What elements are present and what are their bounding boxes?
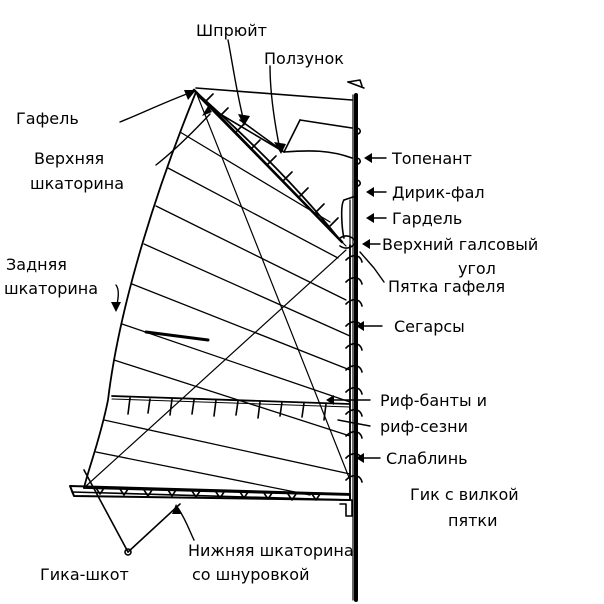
label-topenant: Топенант: [391, 149, 472, 168]
label-gik-1: Гик с вилкой: [410, 485, 519, 504]
reef-band: [111, 330, 351, 421]
label-gafel: Гафель: [16, 109, 79, 128]
label-verkh-gals-1: Верхний галсовый: [382, 235, 538, 254]
label-rif-1: Риф-банты и: [380, 391, 487, 410]
label-verkh-shkatorina-2: шкаторина: [30, 174, 124, 193]
label-gardel: Гардель: [392, 209, 462, 228]
sail-seams: [95, 131, 351, 496]
label-verkh-gals-2: угол: [458, 259, 496, 278]
label-gik-2: пятки: [448, 511, 497, 530]
label-spruit: Шпрюйт: [196, 21, 267, 40]
label-nizh-2: со шнуровкой: [192, 565, 309, 584]
label-pyatka-gafelya: Пятка гафеля: [388, 277, 505, 296]
label-dirik-fal: Дирик-фал: [392, 183, 485, 202]
label-verkh-shkatorina-1: Верхняя: [34, 149, 104, 168]
label-zadnyaya-2: шкаторина: [4, 279, 98, 298]
label-zadnyaya-1: Задняя: [6, 255, 67, 274]
label-segarsy: Сегарсы: [394, 317, 465, 336]
label-gika-shkot: Гика-шкот: [40, 565, 129, 584]
boom: [69, 485, 353, 517]
arrowheads: [111, 90, 374, 514]
label-polzunok: Ползунок: [264, 49, 344, 68]
label-nizh-1: Нижняя шкаторина: [188, 541, 354, 560]
leader-lines: [115, 39, 387, 541]
sail-outline: [83, 91, 351, 496]
label-rif-2: риф-сезни: [380, 417, 468, 436]
gaff: [192, 88, 357, 249]
mainsheet: [83, 469, 181, 556]
mast-hoops: [345, 254, 363, 483]
label-slablin: Слаблинь: [386, 449, 468, 468]
rigging: [195, 87, 361, 239]
